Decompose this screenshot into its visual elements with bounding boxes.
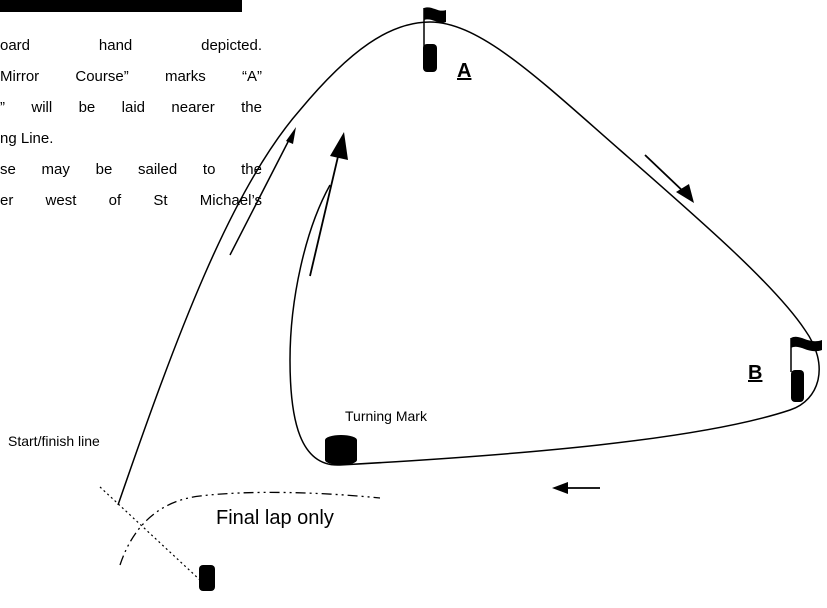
arrow-icon	[644, 154, 694, 203]
text-line: se may be sailed to the	[0, 161, 262, 178]
header-bar	[0, 0, 242, 12]
buoy-icon	[791, 370, 804, 402]
flag-icon	[790, 336, 822, 372]
text-line: ” will be laid nearer the	[0, 99, 262, 116]
final-lap-path	[119, 491, 381, 566]
text-line: er west of St Michael’s	[0, 192, 262, 209]
arrow-icon	[309, 132, 348, 277]
text-line: Mirror Course” marks “A”	[0, 68, 262, 85]
buoy-icon	[199, 565, 215, 591]
buoy-icon	[423, 44, 437, 72]
start-finish-line	[99, 486, 201, 581]
mark-b-label: B	[748, 362, 762, 384]
turning-mark-label: Turning Mark	[345, 408, 428, 424]
flag-icon	[423, 7, 446, 48]
start-finish-label: Start/finish line	[8, 433, 100, 449]
instructions-text: oard hand depicted. Mirror Course” marks…	[0, 30, 262, 243]
text-line: ng Line.	[0, 130, 54, 147]
course-path	[117, 21, 820, 506]
arrow-icon	[229, 127, 296, 256]
arrow-icon	[552, 482, 600, 494]
buoy-icon	[325, 435, 357, 465]
mark-a-label: A	[457, 60, 471, 82]
final-lap-label: Final lap only	[216, 507, 334, 529]
text-line: oard hand depicted.	[0, 37, 262, 54]
